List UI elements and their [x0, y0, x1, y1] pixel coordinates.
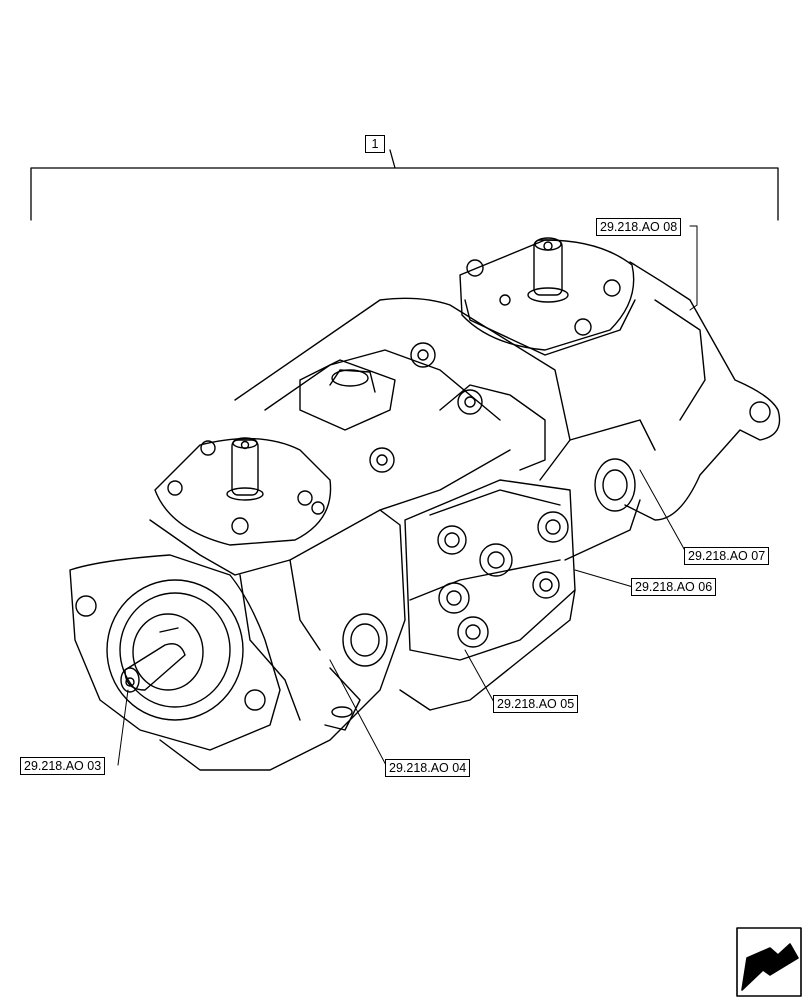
assembly-bracket [30, 149, 779, 221]
assembly-number-callout: 1 [365, 135, 385, 153]
pump-body [69, 237, 781, 771]
callout-ao-03[interactable]: 29.218.AO 03 [20, 757, 106, 775]
callout-ao-05[interactable]: 29.218.AO 05 [493, 695, 579, 713]
leader-lines [117, 225, 698, 768]
callout-ao-08[interactable]: 29.218.AO 08 [596, 218, 682, 236]
callout-ao-07[interactable]: 29.218.AO 07 [684, 547, 770, 565]
callout-ao-04[interactable]: 29.218.AO 04 [385, 759, 471, 777]
next-page-arrow-icon[interactable] [736, 927, 802, 997]
callout-ao-06[interactable]: 29.218.AO 06 [631, 578, 717, 596]
